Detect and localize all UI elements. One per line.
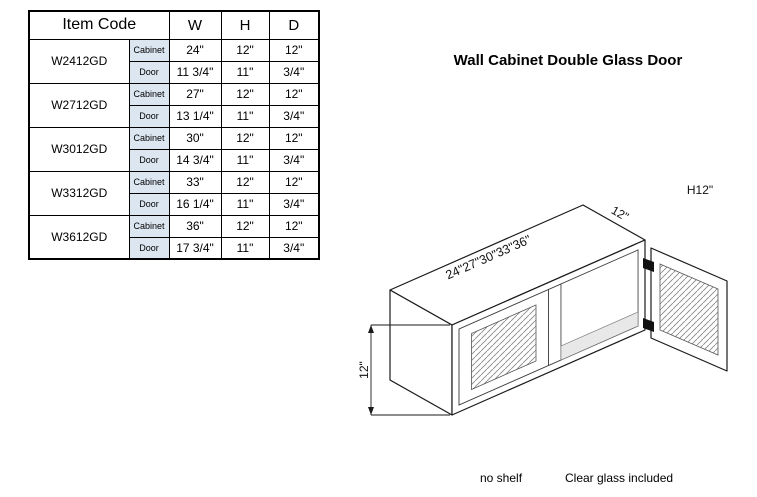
open-door-glass [659,263,719,356]
table-row: Door 11 3/4" 11" 3/4" [29,60,320,84]
table-row: W3612GD Cabinet 36" 12" 12" [28,214,320,260]
row-type-door: Door [128,192,170,216]
dim-cell: 3/4" [268,60,320,84]
dim-cell: 11" [220,60,270,84]
table-row: W3312GD Cabinet 33" 12" 12" [28,170,320,216]
dim-cell: 16 1/4" [168,192,222,216]
arrowhead-icon [368,325,374,333]
dim-cell: 12" [220,38,270,62]
dim-cell: 24" [168,38,222,62]
row-type-cabinet: Cabinet [128,126,170,150]
dim-cell: 11" [220,236,270,260]
row-type-door: Door [128,104,170,128]
row-type-cabinet: Cabinet [128,38,170,62]
dim-cell: 12" [268,82,320,106]
interior-bottom [560,311,639,361]
row-type-door: Door [128,148,170,172]
hinge-icon [643,318,654,332]
note-no-shelf: no shelf [480,471,523,485]
dim-cell: 36" [168,214,222,238]
height-note-label: H12" [687,183,713,197]
row-type-door: Door [128,236,170,260]
dim-cell: 11" [220,104,270,128]
row-type-door: Door [128,60,170,84]
dim-cell: 17 3/4" [168,236,222,260]
item-code-cell: W3312GD [28,170,130,216]
dim-cell: 27" [168,82,222,106]
row-type-cabinet: Cabinet [128,170,170,194]
item-code-cell: W2712GD [28,82,130,128]
dim-cell: 12" [268,126,320,150]
dim-cell: 14 3/4" [168,148,222,172]
dim-cell: 3/4" [268,192,320,216]
item-code-cell: W2412GD [28,38,130,84]
dim-cell: 12" [220,126,270,150]
table-row: Door 17 3/4" 11" 3/4" [29,236,320,260]
table-row: Door 16 1/4" 11" 3/4" [29,192,320,216]
header-d: D [268,10,320,40]
page-title: Wall Cabinet Double Glass Door [453,52,683,69]
row-type-cabinet: Cabinet [128,82,170,106]
hinge-icon [643,258,654,272]
item-code-cell: W3012GD [28,126,130,172]
dim-cell: 12" [220,82,270,106]
arrowhead-icon [368,407,374,415]
table-row: W2712GD Cabinet 27" 12" 12" [28,82,320,128]
table-row: W3012GD Cabinet 30" 12" 12" [28,126,320,172]
table-row: Door 13 1/4" 11" 3/4" [29,104,320,128]
dim-cell: 12" [220,170,270,194]
header-item-code: Item Code [28,10,170,40]
item-code-cell: W3612GD [28,214,130,260]
dim-cell: 3/4" [268,236,320,260]
dim-cell: 11 3/4" [168,60,222,84]
dim-cell: 30" [168,126,222,150]
dim-cell: 12" [268,170,320,194]
dim-cell: 12" [268,38,320,62]
dim-cell: 12" [220,214,270,238]
left-door-glass [471,304,537,391]
header-w: W [168,10,222,40]
dimension-label-height: 12" [357,361,371,379]
table-header-row: Item Code W H D [28,10,320,40]
header-h: H [220,10,270,40]
table-row: W2412GD Cabinet 24" 12" 12" [28,38,320,84]
cabinet-drawing: 12" 24"27"30"33"36" 12" H12" [357,183,728,416]
dim-cell: 3/4" [268,148,320,172]
dim-cell: 11" [220,192,270,216]
dim-cell: 13 1/4" [168,104,222,128]
spec-table: Item Code W H D W2412GD Cabinet 24" 12" … [28,10,320,260]
dim-cell: 11" [220,148,270,172]
row-type-cabinet: Cabinet [128,214,170,238]
dim-cell: 33" [168,170,222,194]
table-row: Door 14 3/4" 11" 3/4" [29,148,320,172]
dim-cell: 12" [268,214,320,238]
note-clear-glass: Clear glass included [565,471,674,485]
dim-cell: 3/4" [268,104,320,128]
